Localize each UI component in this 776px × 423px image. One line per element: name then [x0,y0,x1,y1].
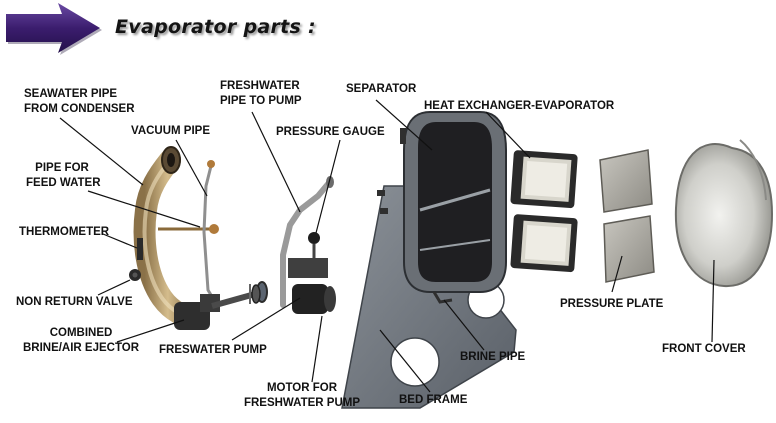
vacuum-pipe-illustration [202,160,216,301]
front-cover-illustration [674,139,774,288]
leader-line-freshwater-pump [231,297,301,341]
label-brine-pipe: BRINE PIPE [460,351,526,363]
leader-line-brine-pipe [443,299,485,351]
leader-line-separator [375,99,433,151]
label-feed-water-pipe: PIPE FOR FEED WATER [26,162,101,189]
label-bed-frame: BED FRAME [399,394,468,406]
label-freshwater-pipe: FRESHWATER PIPE TO PUMP [220,80,302,107]
brine-pipe-illustration [432,291,453,304]
label-vacuum-pipe: VACUUM PIPE [131,125,211,137]
label-non-return-valve: NON RETURN VALVE [16,296,133,308]
label-separator: SEPARATOR [346,83,417,95]
leader-line-bed-frame [379,329,431,393]
page-title: Evaporator parts : [115,16,316,38]
leader-line-front-cover [711,259,715,343]
pressure-gauge-illustration [308,232,320,260]
pressure-plate-illustration [599,149,655,283]
leader-line-non-return-valve [97,279,131,296]
label-ejector: COMBINED BRINE/AIR EJECTOR [22,327,140,354]
label-seawater-pipe: SEAWATER PIPE FROM CONDENSER [24,88,135,115]
leader-line-seawater-pipe [59,117,144,186]
label-pressure-plate: PRESSURE PLATE [560,298,664,310]
ejector-illustration [174,281,268,330]
leader-line-motor [311,315,323,383]
motor-illustration [292,284,336,314]
leader-line-heat-exchanger [485,111,531,159]
leader-line-thermometer [102,233,138,249]
arrow-icon [6,3,102,55]
leader-line-freshwater-pipe [251,111,301,213]
freshwater-pump-illustration [249,258,328,304]
leader-line-pressure-plate [611,255,623,293]
label-freshwater-pump: FRESWATER PUMP [159,344,267,356]
label-pressure-gauge: PRESSURE GAUGE [276,126,385,138]
leader-line-vacuum-pipe [175,139,208,197]
leader-line-feed-water [87,190,201,228]
label-heat-exchanger: HEAT EXCHANGER-EVAPORATOR [424,100,615,112]
leader-lines [59,99,715,393]
label-motor: MOTOR FOR FRESHWATER PUMP [243,382,361,409]
bed-frame-illustration [341,185,517,409]
separator-illustration [400,111,507,293]
label-thermometer: THERMOMETER [19,226,110,238]
leader-line-ejector [116,319,185,343]
non-return-valve-illustration [129,269,141,281]
thermometer-illustration [137,238,143,260]
leader-line-pressure-gauge [315,139,341,234]
heat-exchanger-illustration [510,150,578,273]
label-front-cover: FRONT COVER [662,343,746,355]
